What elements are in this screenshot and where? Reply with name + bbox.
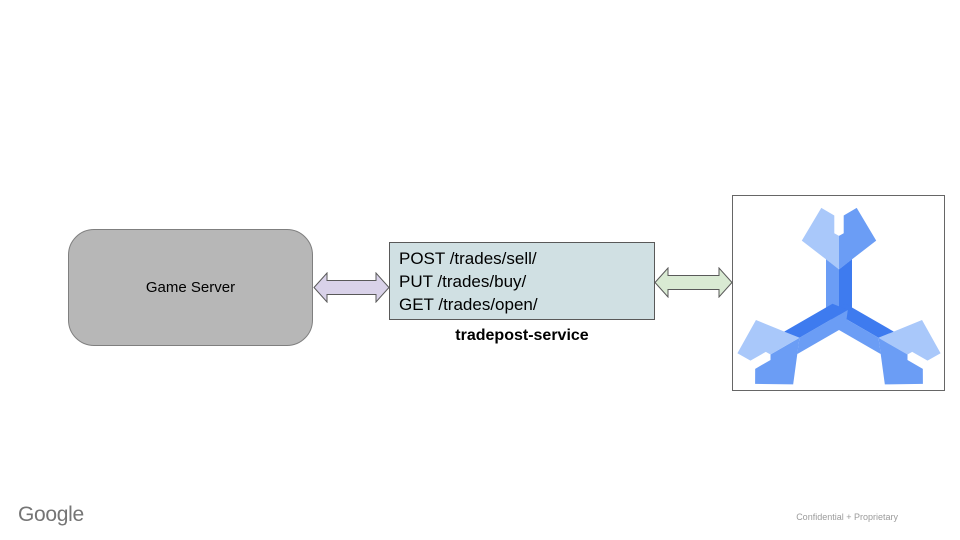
logo-arm-bottom-left — [737, 303, 848, 385]
service-name-label: tradepost-service — [455, 327, 589, 344]
service-endpoints-box: POST /trades/sell/ PUT /trades/buy/ GET … — [389, 242, 655, 320]
arrow-shape — [313, 272, 390, 303]
double-arrow-left-icon — [313, 272, 390, 303]
open-match-logo-icon — [737, 207, 941, 385]
game-server-shape: Game Server — [68, 229, 313, 346]
arrow-shape — [654, 267, 733, 298]
endpoint-line: GET /trades/open/ — [399, 295, 538, 314]
double-arrow-right-icon — [654, 267, 733, 298]
logo-frame — [732, 195, 945, 391]
endpoint-line: POST /trades/sell/ — [399, 249, 537, 268]
confidentiality-note: Confidential + Proprietary — [796, 512, 898, 522]
game-server-label: Game Server — [145, 279, 236, 296]
google-wordmark: Google — [18, 503, 84, 526]
endpoint-line: PUT /trades/buy/ — [399, 272, 527, 291]
